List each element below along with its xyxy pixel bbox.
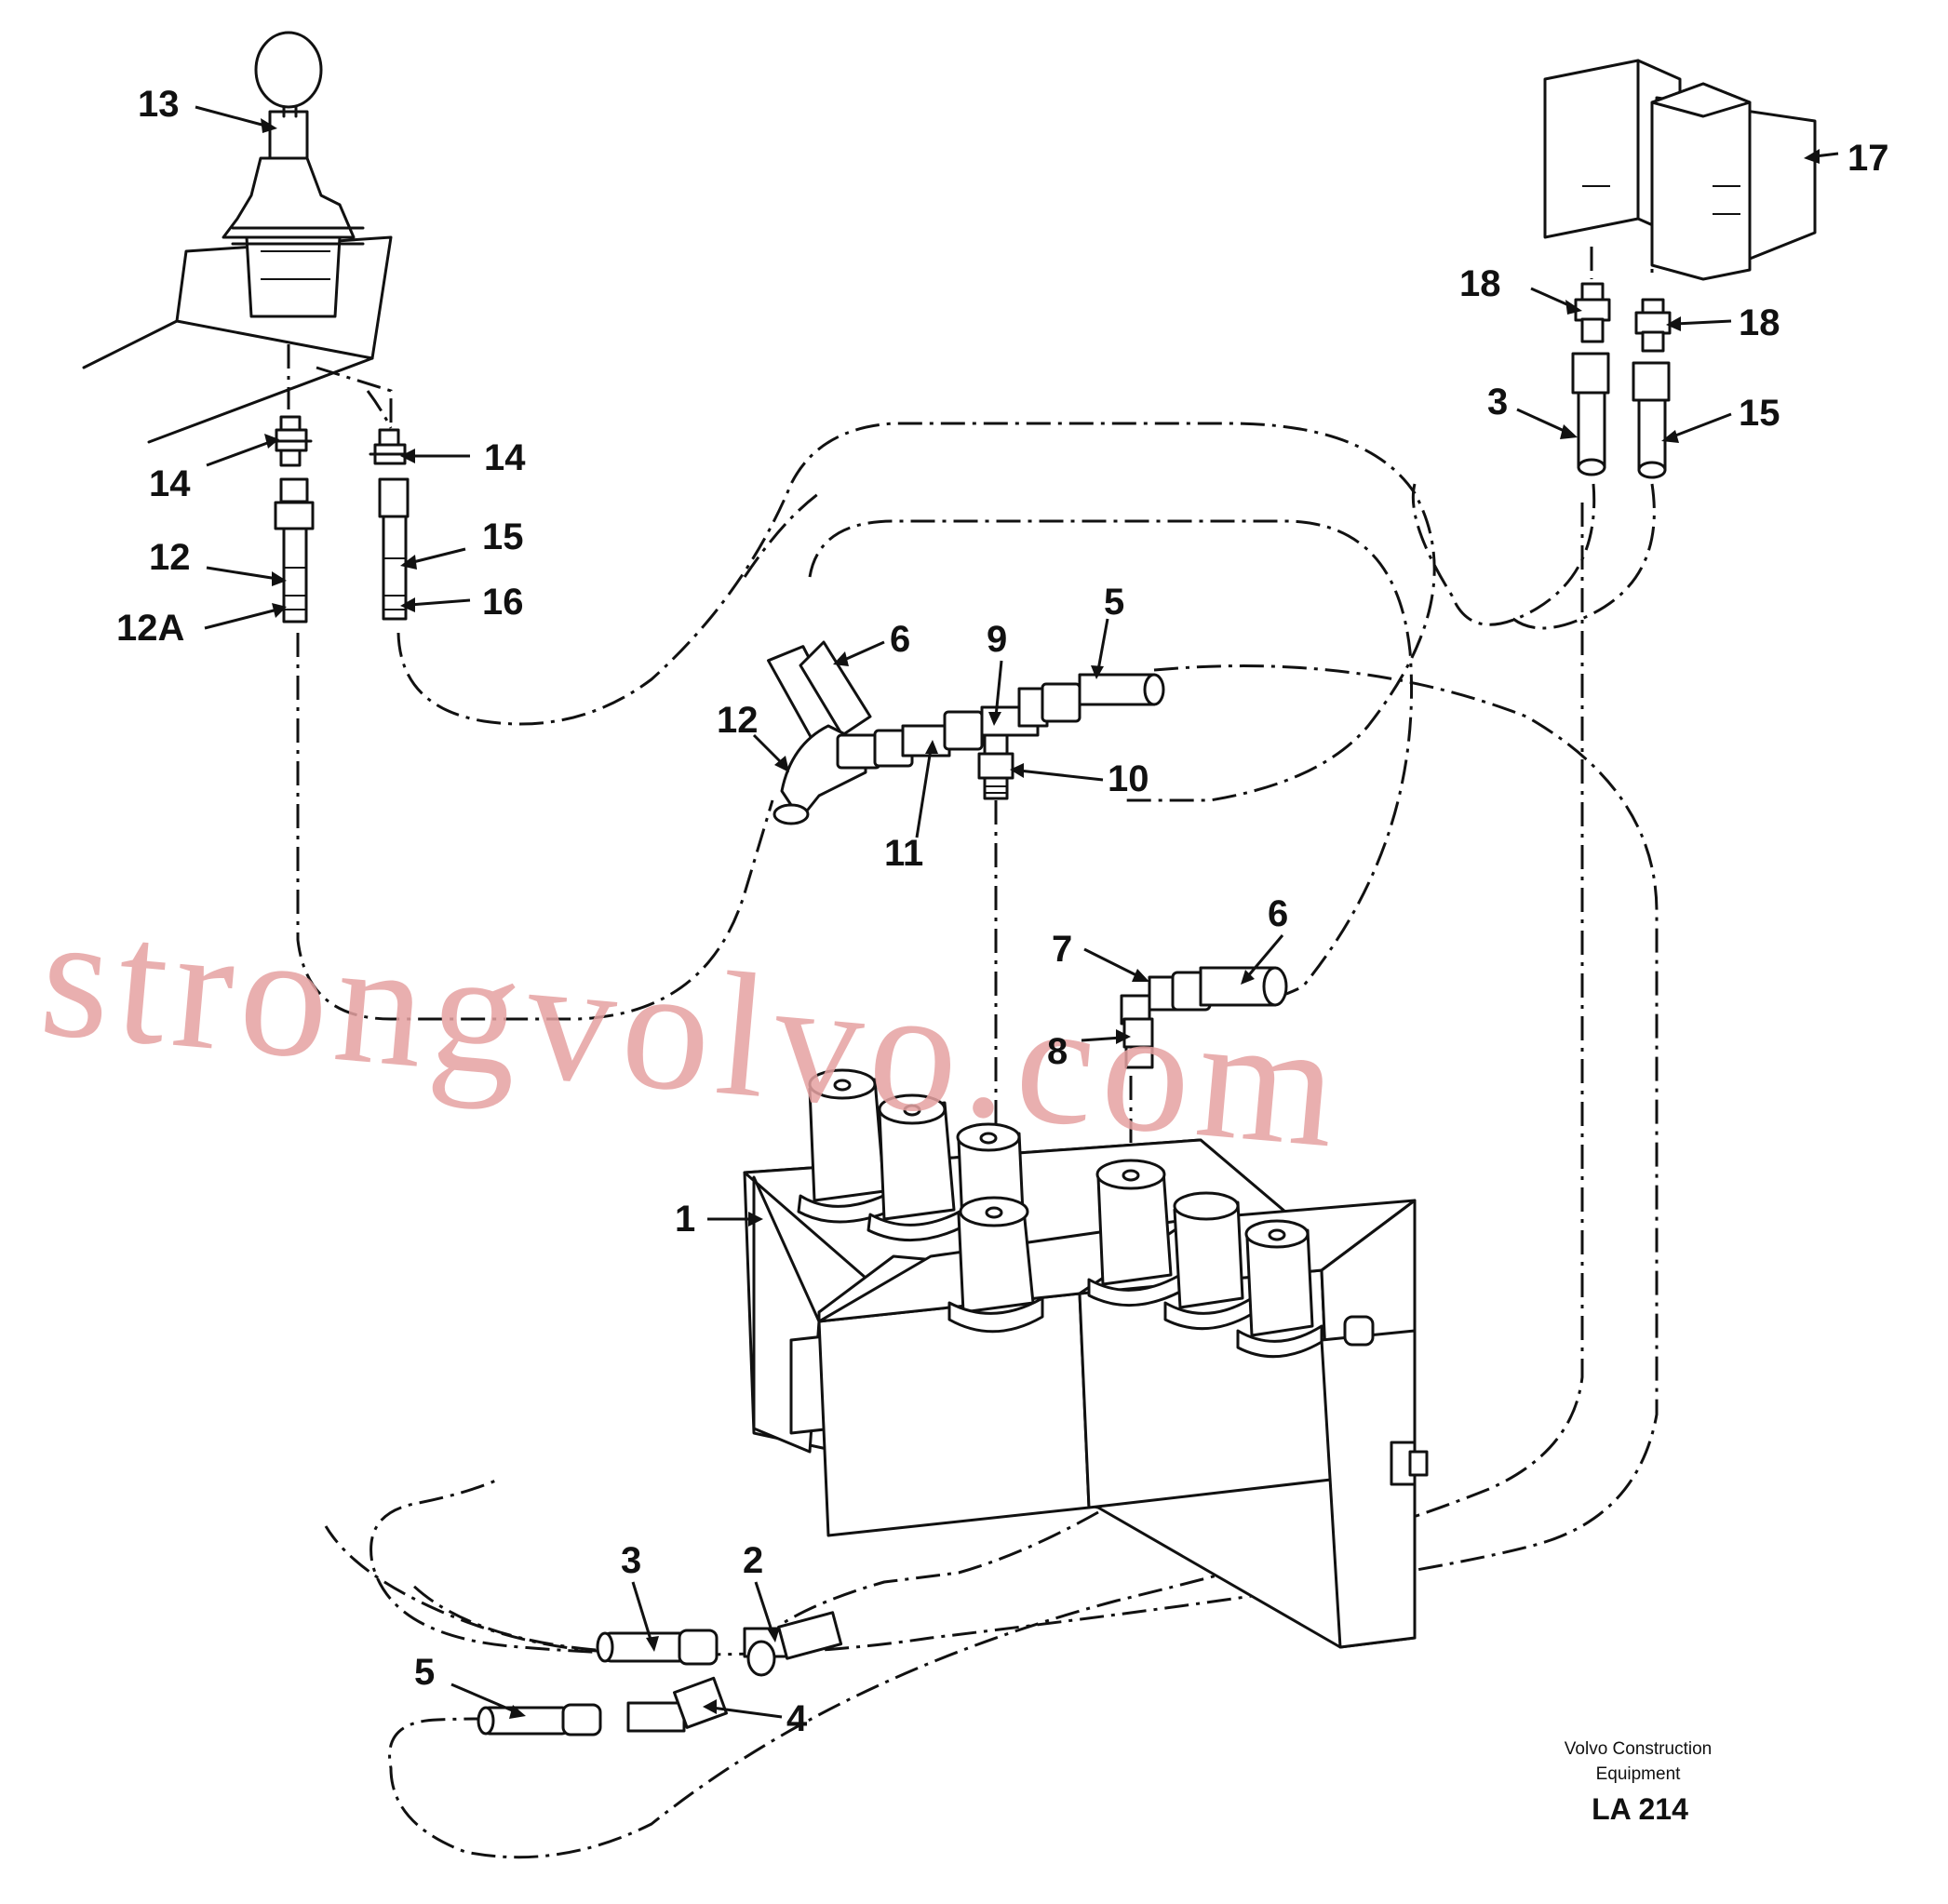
callout-15-left: 15	[482, 516, 524, 557]
callout-17: 17	[1847, 138, 1889, 179]
hose-end-15-top	[1632, 361, 1671, 479]
hose-end-15-16	[378, 477, 410, 621]
callout-3-bottom: 3	[621, 1540, 641, 1581]
fitting-18-left	[1574, 282, 1611, 343]
hose-end-3-top	[1571, 352, 1610, 476]
callout-12-left: 12	[149, 537, 191, 578]
leader-lines	[195, 105, 1839, 1719]
callout-6-right: 6	[1268, 893, 1288, 934]
watermark: strongvolvo.com	[34, 878, 1350, 1186]
fitting-18-right	[1634, 298, 1672, 353]
callout-4: 4	[786, 1698, 808, 1739]
component-17	[1543, 59, 1817, 281]
callout-18-right: 18	[1739, 302, 1780, 343]
fitting-14-left	[270, 415, 313, 467]
callout-12A: 12A	[116, 608, 184, 649]
callout-8: 8	[1047, 1031, 1068, 1072]
credit-line-1: Volvo Construction	[1565, 1739, 1712, 1759]
callout-5-bottom: 5	[414, 1652, 435, 1693]
elbow-assembly	[1120, 966, 1288, 1069]
callout-5-top: 5	[1104, 582, 1124, 623]
callout-12-middle: 12	[717, 700, 759, 741]
callout-1: 1	[675, 1199, 695, 1240]
credit-block: Volvo Construction Equipment LA 214	[1565, 1739, 1712, 1826]
callout-6-top: 6	[890, 619, 910, 660]
hose-routing	[287, 237, 1659, 1859]
callouts: 13 17 18 18 3 15 14 14 12 15 12A 16 6 9 …	[116, 84, 1889, 1739]
callout-15-top: 15	[1739, 393, 1780, 434]
credit-line-2: Equipment	[1596, 1764, 1682, 1784]
callout-10: 10	[1108, 758, 1149, 799]
callout-16: 16	[482, 582, 524, 623]
bottom-fittings	[477, 1611, 843, 1736]
joystick-lever	[82, 31, 393, 444]
callout-18-left: 18	[1459, 263, 1501, 304]
callout-9: 9	[987, 619, 1007, 660]
drawing-code: LA 214	[1592, 1792, 1688, 1826]
callout-2: 2	[743, 1540, 763, 1581]
callout-14-left: 14	[149, 463, 191, 504]
solenoids	[797, 1068, 1323, 1359]
tee-assembly	[766, 640, 1165, 825]
hose-end-12-12A	[274, 477, 315, 623]
callout-14-right: 14	[484, 437, 526, 478]
callout-3-top: 3	[1487, 382, 1508, 422]
callout-11: 11	[884, 833, 923, 874]
callout-13: 13	[138, 84, 180, 125]
fitting-14-right	[369, 428, 411, 465]
callout-7: 7	[1052, 929, 1072, 970]
